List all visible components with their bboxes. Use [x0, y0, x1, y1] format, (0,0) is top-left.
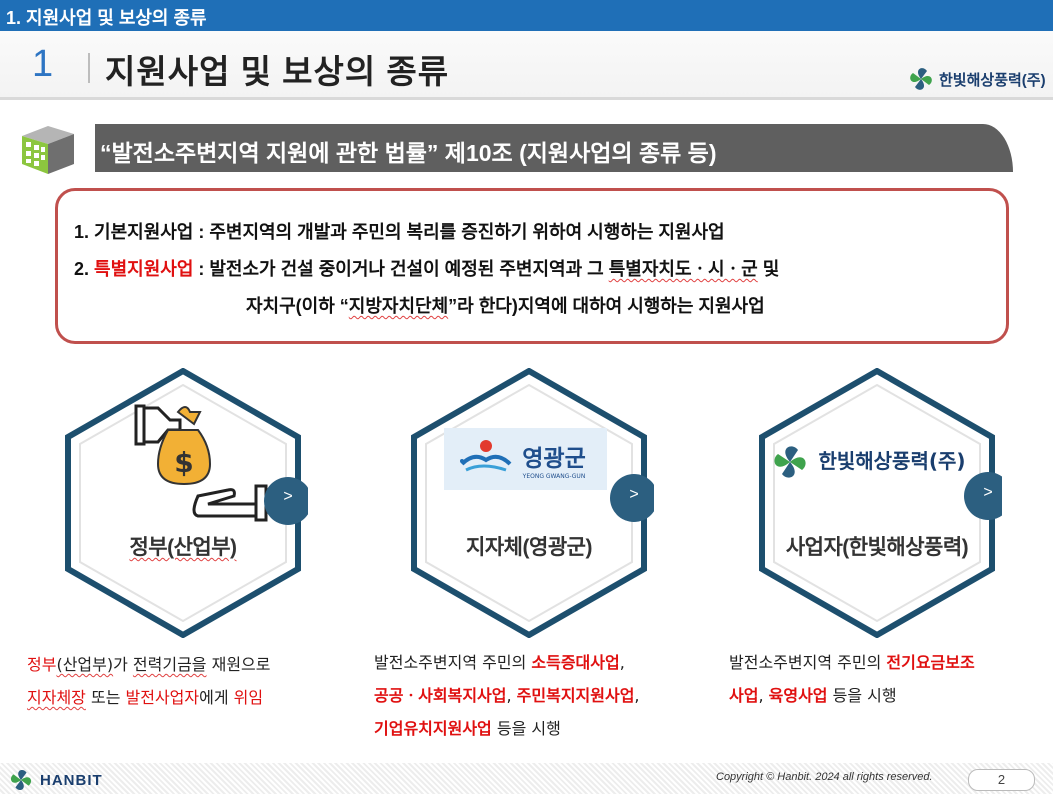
- basic-support-desc: : 주변지역의 개발과 주민의 복리를 증진하기 위하여 시행하는 지원사업: [193, 222, 725, 242]
- fund-text: 전력기금을: [132, 655, 207, 674]
- desc-operator: 발전소주변지역 주민의 전기요금보조 사업, 육영사업 등을 시행: [729, 646, 975, 712]
- special-line2-start: 자치구(이하 “: [246, 296, 349, 316]
- local-comma3: ,: [634, 686, 640, 705]
- desc-operator-line1: 발전소주변지역 주민의 전기요금보조: [729, 646, 975, 679]
- pinwheel-icon: [10, 769, 32, 791]
- hexagon-government-label: 정부(산업부): [58, 531, 308, 561]
- hexagon-operator: 한빛해상풍력(주): [759, 368, 1002, 638]
- operator-line2-end: 등을 시행: [827, 686, 897, 705]
- special-region-text: 특별자치도ㆍ시ㆍ군: [608, 259, 758, 279]
- desc-government-line1: 정부(산업부)가 전력기금을 재원으로: [27, 648, 271, 681]
- definitions-box: 1. 기본지원사업 : 주변지역의 개발과 주민의 복리를 증진하기 위하여 시…: [55, 188, 1009, 344]
- arrow-button-bg: [964, 472, 1002, 520]
- yeonggwang-logo-text: 영광군: [522, 446, 585, 472]
- svg-text:$: $: [174, 446, 193, 479]
- breadcrumb-bar: 1. 지원사업 및 보상의 종류: [0, 0, 1053, 31]
- building-cube-icon: [22, 126, 74, 174]
- definition-special-line2: 자치구(이하 “지방자치단체”라 한다)지역에 대하여 시행하는 지원사업: [246, 292, 765, 318]
- desc-local-line1: 발전소주변지역 주민의 소득증대사업,: [374, 646, 640, 679]
- desc-local-line3: 기업유치지원사업 등을 시행: [374, 712, 640, 745]
- pinwheel-icon: [910, 68, 932, 90]
- gov-line1-end: 재원으로: [206, 655, 271, 674]
- section-number: 1: [32, 43, 54, 85]
- special-support-term: 특별지원사업: [94, 259, 194, 279]
- government-label: 정부(산업부): [129, 536, 237, 559]
- local-comma2: ,: [506, 686, 517, 705]
- hexagon-local-arrow[interactable]: >: [629, 486, 639, 503]
- local-comma: ,: [619, 653, 625, 672]
- or-text: 또는: [85, 688, 126, 707]
- delegate-text: 위임: [233, 688, 264, 707]
- footer: [0, 763, 1053, 794]
- operator-line1-start: 발전소주변지역 주민의: [729, 653, 887, 672]
- definition-basic: 1. 기본지원사업 : 주변지역의 개발과 주민의 복리를 증진하기 위하여 시…: [74, 218, 725, 244]
- page-title: 지원사업 및 보상의 종류: [105, 53, 450, 90]
- project-text: 사업: [729, 686, 759, 705]
- arrow-button-bg: [610, 474, 654, 522]
- yeonggwang-logo-sub: YEONG GWANG-GUN: [522, 473, 586, 480]
- money-bag-hand-icon: $: [134, 404, 268, 522]
- desc-local-line2: 공공ㆍ사회복지사업, 주민복지지원사업,: [374, 679, 640, 712]
- local-line3-end: 등을 시행: [491, 719, 561, 738]
- gov-particle: 가: [113, 655, 133, 674]
- special-line2-end: ”라 한다)지역에 대하여 시행하는 지원사업: [448, 296, 765, 316]
- special-support-desc-end: 및: [757, 259, 780, 279]
- special-support-desc: : 발전소가 건설 중이거나 건설이 예정된 주변지역과 그: [193, 259, 609, 279]
- public-welfare-text: 공공ㆍ사회복지사업: [374, 686, 507, 705]
- brand-name: 한빛해상풍력(주): [939, 71, 1046, 89]
- gov-text: 정부: [27, 655, 57, 674]
- definition-special: 2. 특별지원사업 : 발전소가 건설 중이거나 건설이 예정된 주변지역과 그…: [74, 255, 779, 281]
- desc-operator-line2: 사업, 육영사업 등을 시행: [729, 679, 975, 712]
- hexagon-government-arrow[interactable]: >: [283, 488, 293, 505]
- footer-logo: HANBIT: [8, 767, 103, 793]
- desc-government: 정부(산업부)가 전력기금을 재원으로 지자체장 또는 발전사업자에게 위임: [27, 648, 271, 714]
- operator-comma: ,: [758, 686, 769, 705]
- ministry-text: (산업부): [56, 655, 114, 674]
- copyright: Copyright © Hanbit. 2024 all rights rese…: [716, 771, 933, 783]
- business-attract-text: 기업유치지원사업: [374, 719, 492, 738]
- scholarship-text: 육영사업: [768, 686, 828, 705]
- title-divider: [88, 53, 90, 83]
- hexagon-operator-arrow[interactable]: >: [983, 484, 993, 501]
- desc-local: 발전소주변지역 주민의 소득증대사업, 공공ㆍ사회복지사업, 주민복지지원사업,…: [374, 646, 640, 745]
- page-number: 2: [968, 769, 1035, 791]
- basic-support-term: 1. 기본지원사업: [74, 222, 194, 242]
- income-project-text: 소득증대사업: [531, 653, 620, 672]
- hexagon-operator-label: 사업자(한빛해상풍력): [785, 536, 969, 559]
- yeonggwang-logo: [460, 440, 512, 472]
- hanbit-logo-text: 한빛해상풍력(주): [818, 449, 965, 473]
- section-heading-bar: “발전소주변지역 지원에 관한 법률” 제10조 (지원사업의 종류 등): [95, 124, 1013, 172]
- footer-logo-text: HANBIT: [40, 771, 103, 789]
- special-support-number: 2.: [74, 259, 95, 279]
- local-line1-start: 발전소주변지역 주민의: [374, 653, 532, 672]
- electricity-subsidy-text: 전기요금보조: [886, 653, 975, 672]
- arrow-button-bg: [264, 477, 308, 525]
- hexagon-local-government: 영광군 YEONG GWANG-GUN: [411, 368, 654, 638]
- hanbit-pinwheel-icon: [774, 446, 806, 478]
- breadcrumb: 1. 지원사업 및 보상의 종류: [6, 8, 207, 28]
- desc-government-line2: 지자체장 또는 발전사업자에게 위임: [27, 681, 271, 714]
- section-heading: “발전소주변지역 지원에 관한 법률” 제10조 (지원사업의 종류 등): [100, 140, 717, 166]
- hexagon-local-label: 지자체(영광군): [466, 536, 592, 559]
- hexagon-government: $: [65, 368, 308, 638]
- resident-welfare-text: 주민복지지원사업: [516, 686, 635, 705]
- brand-logo: 한빛해상풍력(주): [907, 65, 1046, 93]
- title-bar: 1 지원사업 및 보상의 종류 한빛해상풍력(주): [0, 31, 1053, 100]
- operator-text: 발전사업자: [125, 688, 200, 707]
- local-government-text: 지방자치단체: [348, 296, 449, 316]
- mayor-text: 지자체장: [27, 688, 86, 707]
- to-text: 에게: [199, 688, 234, 707]
